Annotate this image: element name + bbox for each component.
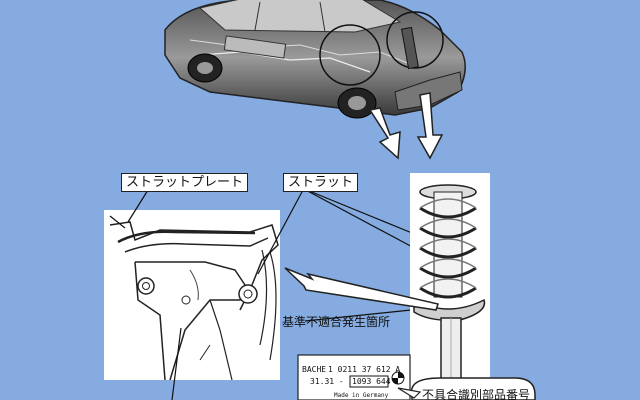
strut-closeup-panel [104, 210, 280, 381]
nameplate-maker: BACHE [302, 365, 326, 374]
nameplate-line2-boxed: 1093 644 [352, 377, 391, 386]
car-illustration [164, 0, 466, 119]
coil-spring-panel [410, 173, 490, 400]
leader-lines [109, 187, 441, 400]
part-number-label: 不具合識別部品番号 [422, 387, 530, 400]
part-number-callout: 不具合識別部品番号 [397, 377, 536, 400]
detail-arrow [284, 267, 439, 311]
nameplate-origin: Made in Germany [334, 392, 389, 399]
strut-label: ストラット [283, 173, 359, 192]
callout-arrows [368, 92, 444, 160]
nameplate-line1: 1 0211 37 612 A [328, 365, 400, 374]
defect-location-label: 基準不適合発生箇所 [282, 315, 391, 329]
part-nameplate: BACHE 1 0211 37 612 A 31.31 - 1093 644 M… [297, 354, 411, 400]
strut-plate-label: ストラットプレート [121, 173, 249, 192]
nameplate-line2-prefix: 31.31 - [310, 377, 344, 386]
